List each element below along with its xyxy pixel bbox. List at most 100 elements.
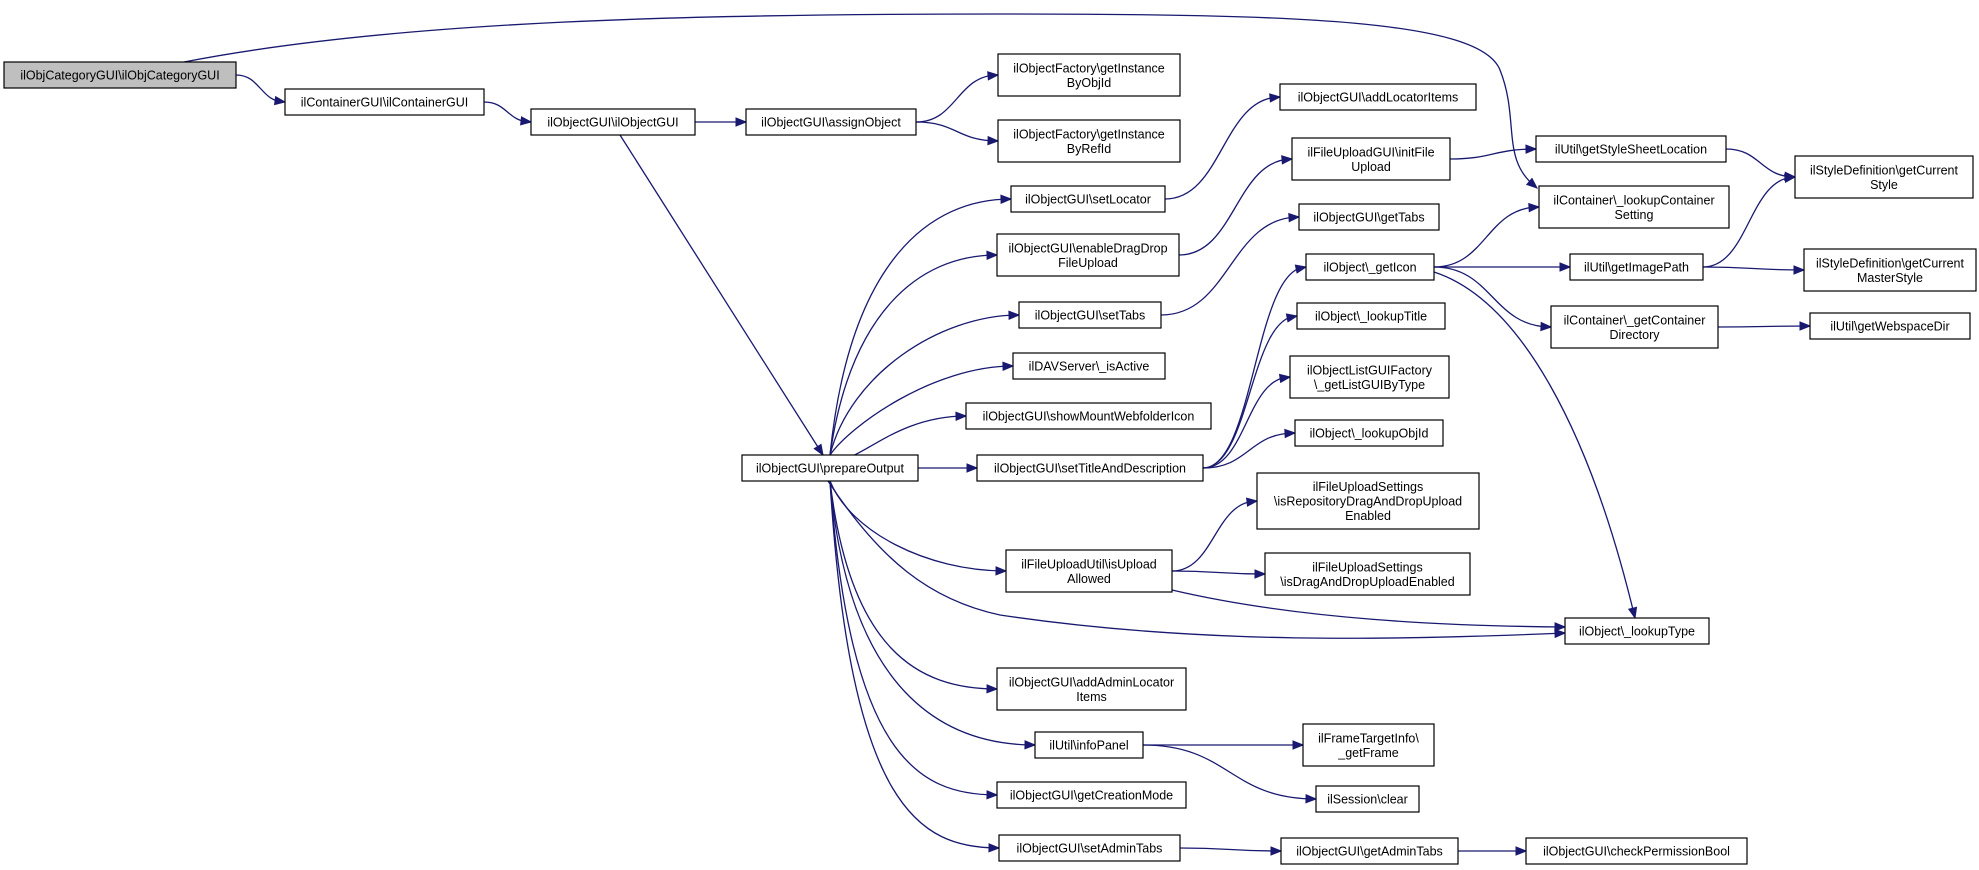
node-box <box>530 108 696 136</box>
node-show-mount[interactable]: ilObjectGUI\showMountWebfolderIcon <box>965 402 1212 430</box>
node-assign-object[interactable]: ilObjectGUI\assignObject <box>745 108 917 136</box>
node-get-image-path[interactable]: ilUtil\getImagePath <box>1569 253 1704 281</box>
node-lookup-type[interactable]: ilObject\_lookupType <box>1564 617 1710 645</box>
edge-set-title-desc-to-lookup-objid <box>1202 432 1296 469</box>
arrowhead <box>1793 265 1806 275</box>
node-set-locator[interactable]: ilObjectGUI\setLocator <box>1010 185 1166 213</box>
node-box <box>1315 785 1420 813</box>
node-get-icon[interactable]: ilObject\_getIcon <box>1305 253 1435 281</box>
node-label: ilSession\clear <box>1327 793 1408 807</box>
arrowhead <box>1559 262 1572 272</box>
node-object-gui[interactable]: ilObjectGUI\ilObjectGUI <box>530 108 696 136</box>
node-label: ilObjectGUI\prepareOutput <box>756 462 905 476</box>
node-label: ilObjectFactory\getInstance <box>1013 127 1165 141</box>
node-box <box>1564 617 1710 645</box>
node-get-frame[interactable]: ilFrameTargetInfo\_getFrame <box>1302 723 1435 767</box>
node-box <box>1034 731 1144 759</box>
node-session-clear[interactable]: ilSession\clear <box>1315 785 1420 813</box>
edge-set-tabs-to-get-tabs <box>1160 216 1300 316</box>
node-get-creation-mode[interactable]: ilObjectGUI\getCreationMode <box>996 781 1187 809</box>
arrowhead <box>988 843 1001 853</box>
arrowhead <box>987 135 1000 146</box>
node-label: Directory <box>1609 328 1660 342</box>
arrowhead <box>1246 497 1259 507</box>
edge-set-locator-to-add-locator-items <box>1164 96 1281 200</box>
node-label: ilObjectGUI\getTabs <box>1313 211 1424 225</box>
node-repo-dragdrop[interactable]: ilFileUploadSettings\isRepositoryDragAnd… <box>1256 472 1480 530</box>
node-box <box>1535 135 1727 163</box>
arrowhead <box>1002 361 1015 371</box>
node-add-locator-items[interactable]: ilObjectGUI\addLocatorItems <box>1279 83 1477 111</box>
node-label: Items <box>1076 690 1107 704</box>
arrowhead <box>1540 321 1553 332</box>
edge-is-upload-allowed-to-repo-dragdrop <box>1171 500 1258 572</box>
node-info-panel[interactable]: ilUtil\infoPanel <box>1034 731 1144 759</box>
node-get-tabs[interactable]: ilObjectGUI\getTabs <box>1298 203 1440 231</box>
node-label: ilObjectGUI\checkPermissionBool <box>1543 845 1730 859</box>
node-stylesheet-location[interactable]: ilUtil\getStyleSheetLocation <box>1535 135 1727 163</box>
node-label: ilUtil\getWebspaceDir <box>1830 320 1949 334</box>
arrowhead <box>1525 177 1539 189</box>
arrowhead <box>273 95 287 106</box>
node-box <box>1291 137 1451 181</box>
edge-info-panel-to-session-clear <box>1142 744 1317 800</box>
node-lookup-objid[interactable]: ilObject\_lookupObjId <box>1294 419 1444 447</box>
node-box <box>1809 312 1971 340</box>
edge-prepare-output-to-add-admin-locator <box>829 480 998 690</box>
node-label: ilObjectGUI\getCreationMode <box>1010 789 1173 803</box>
node-get-admin-tabs[interactable]: ilObjectGUI\getAdminTabs <box>1280 837 1459 865</box>
node-box <box>1302 723 1435 767</box>
edge-prepare-output-to-info-panel <box>829 480 1036 746</box>
arrowhead <box>1278 373 1292 384</box>
node-label: ilObject\_lookupObjId <box>1310 427 1429 441</box>
node-dav-is-active[interactable]: ilDAVServer\_isActive <box>1012 352 1166 380</box>
node-box <box>1018 301 1162 329</box>
node-label: ilObjectGUI\setAdminTabs <box>1017 842 1163 856</box>
node-label: ilObjectGUI\setTabs <box>1035 309 1145 323</box>
node-dragdrop-enabled[interactable]: ilFileUploadSettings\isDragAndDropUpload… <box>1264 552 1471 596</box>
node-label: ilContainer\_lookupContainer <box>1553 193 1714 207</box>
node-label: ilObject\_getIcon <box>1323 261 1416 275</box>
node-lookup-title[interactable]: ilObject\_lookupTitle <box>1296 302 1446 330</box>
arrowhead <box>955 411 968 422</box>
arrowhead <box>813 443 824 457</box>
node-set-title-desc[interactable]: ilObjectGUI\setTitleAndDescription <box>976 454 1204 482</box>
node-box <box>998 834 1181 862</box>
node-label: Style <box>1870 178 1898 192</box>
node-prepare-output[interactable]: ilObjectGUI\prepareOutput <box>741 454 919 482</box>
edge-enable-dragdrop-to-init-file-upload <box>1178 158 1293 256</box>
arrowhead <box>1627 606 1638 620</box>
node-label: ilFileUploadSettings <box>1312 560 1422 574</box>
node-box <box>996 233 1180 277</box>
node-box <box>1256 472 1480 530</box>
node-box <box>1305 253 1435 281</box>
node-root[interactable]: ilObjCategoryGUI\ilObjCategoryGUI <box>3 61 237 89</box>
node-box <box>1525 837 1748 865</box>
node-label: ilObjectGUI\addLocatorItems <box>1298 91 1459 105</box>
edge-get-image-path-to-current-master-style <box>1702 266 1805 271</box>
node-container-gui[interactable]: ilContainerGUI\ilContainerGUI <box>284 88 485 116</box>
edge-get-image-path-to-current-style <box>1702 176 1796 268</box>
edge-assign-object-to-factory-by-objid <box>915 74 999 123</box>
arrowhead <box>1288 212 1301 223</box>
node-set-admin-tabs[interactable]: ilObjectGUI\setAdminTabs <box>998 834 1181 862</box>
node-label: ilObjectGUI\showMountWebfolderIcon <box>983 410 1195 424</box>
node-webspace-dir[interactable]: ilUtil\getWebspaceDir <box>1809 312 1971 340</box>
node-box <box>1296 302 1446 330</box>
node-label: Setting <box>1615 208 1654 222</box>
node-check-permission[interactable]: ilObjectGUI\checkPermissionBool <box>1525 837 1748 865</box>
node-list-gui-factory[interactable]: ilObjectListGUIFactory\_getListGUIByType <box>1289 355 1450 399</box>
node-label: ilObjectGUI\getAdminTabs <box>1296 845 1443 859</box>
node-set-tabs[interactable]: ilObjectGUI\setTabs <box>1018 301 1162 329</box>
